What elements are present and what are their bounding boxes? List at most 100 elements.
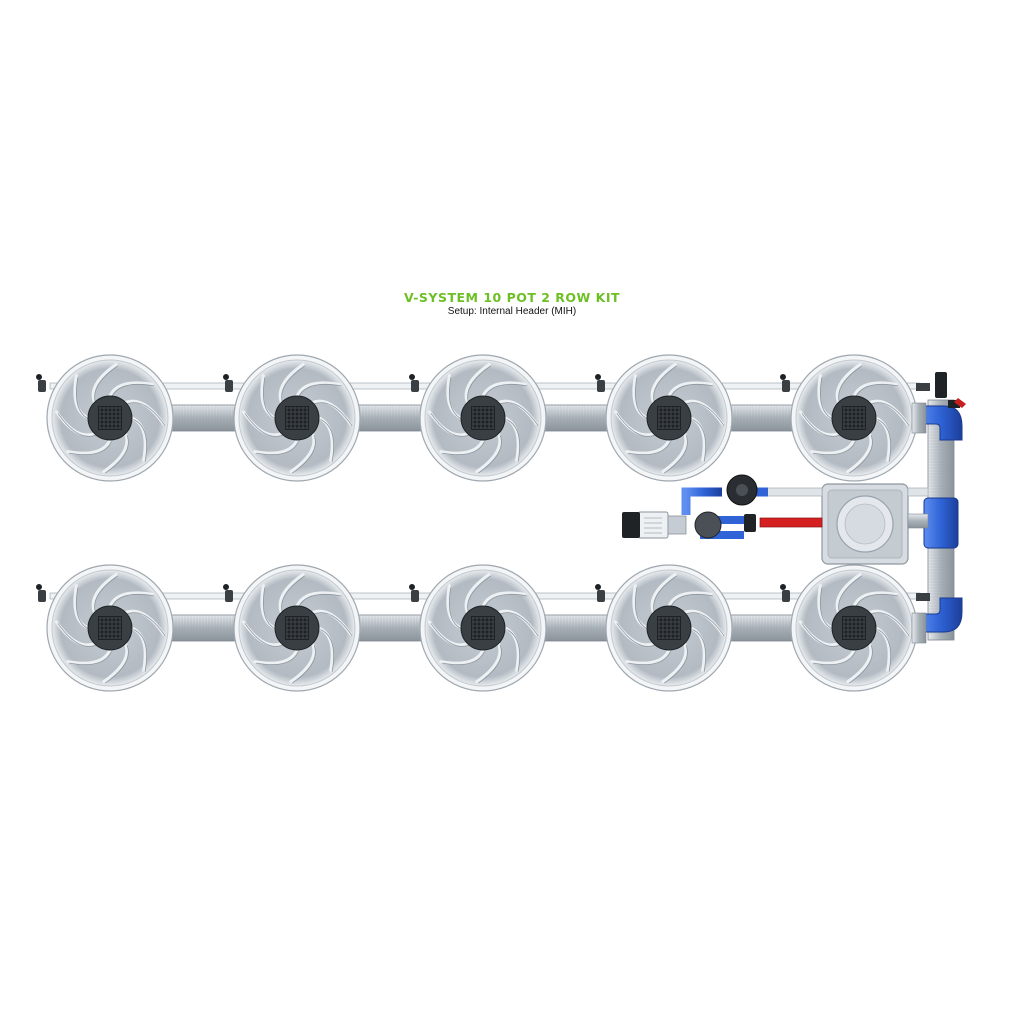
pot-rib-shadow	[506, 629, 521, 672]
pot-rib-shadow	[877, 419, 892, 462]
pot-rib	[278, 572, 305, 614]
header-assembly	[622, 372, 966, 644]
pot-rib-shadow	[448, 587, 463, 630]
pot-rib	[295, 591, 341, 608]
pot-rib	[689, 416, 706, 462]
pot-rib	[817, 584, 834, 630]
pot-rib-shadow	[685, 402, 725, 426]
pot-rib-shadow	[838, 575, 862, 615]
pot-rib-shadow	[870, 612, 910, 636]
pot-rib-shadow	[877, 629, 892, 672]
red-tap-icon	[954, 398, 966, 408]
pot-icon	[419, 564, 547, 692]
pot-rib-shadow	[692, 419, 707, 462]
pot-rib-shadow	[870, 402, 910, 426]
pot-rib-shadow	[819, 587, 834, 630]
pot-rib	[66, 648, 112, 665]
pot-icon	[233, 354, 361, 482]
pot-rib-shadow	[634, 587, 649, 630]
pot-rib-shadow	[628, 441, 671, 456]
pot-rib-shadow	[94, 575, 118, 615]
pot-rib-shadow	[855, 383, 898, 398]
pot-rib	[102, 642, 129, 684]
pot-rib-shadow	[484, 383, 527, 398]
pot-rib	[503, 626, 520, 672]
pot-rib	[667, 591, 713, 608]
pot-rib-shadow	[685, 612, 725, 636]
pot-rib-shadow	[313, 612, 353, 636]
title-block: V-SYSTEM 10 POT 2 ROW KIT Setup: Interna…	[0, 290, 1024, 317]
pot-rib	[73, 584, 90, 630]
pot-rib-shadow	[430, 413, 470, 437]
valve-knob	[409, 584, 415, 590]
pot-icon	[790, 354, 918, 482]
pot-drain	[471, 406, 495, 430]
pot-rib	[446, 584, 463, 630]
pot-rib	[260, 584, 277, 630]
pot-rib-shadow	[75, 377, 90, 420]
pot-rib-shadow	[69, 651, 112, 666]
valve-knob	[223, 374, 229, 380]
pot-rib-shadow	[478, 644, 502, 684]
pot-rib-shadow	[813, 441, 856, 456]
pot-rib-shadow	[244, 623, 284, 647]
valve-icon	[38, 590, 46, 602]
blue-tube	[681, 487, 722, 515]
valve-icon	[916, 593, 930, 601]
pot-rib	[661, 642, 688, 684]
pot-rib	[108, 591, 154, 608]
pot-drain	[842, 406, 866, 430]
tee-fitting	[923, 497, 959, 549]
pot-rib-shadow	[105, 434, 129, 474]
pot-drain	[657, 616, 681, 640]
pot-icon	[233, 564, 361, 692]
pot-rib-shadow	[478, 434, 502, 474]
pot-rib	[130, 416, 147, 462]
pot-rib	[625, 648, 671, 665]
pot-rib	[439, 438, 485, 455]
valve-knob	[780, 374, 786, 380]
pot-rib	[253, 648, 299, 665]
pot-rib	[464, 572, 491, 614]
valve-icon	[782, 590, 790, 602]
pot-rib	[475, 642, 502, 684]
pot-rib	[852, 381, 898, 398]
pot-rib-shadow	[292, 434, 316, 474]
pot-rib	[464, 362, 491, 404]
pot-rib	[108, 381, 154, 398]
pot-rib-shadow	[313, 402, 353, 426]
pump-icon	[694, 511, 722, 539]
valve-icon	[38, 380, 46, 392]
pot-rib	[650, 572, 677, 614]
red-hose	[759, 517, 823, 528]
pot-rib-shadow	[616, 413, 656, 437]
pot-rib	[475, 432, 502, 474]
pot-rib-shadow	[664, 644, 688, 684]
pot-rib-shadow	[819, 377, 834, 420]
valve-knob	[595, 374, 601, 380]
pot-rib	[874, 416, 891, 462]
pot-rib-shadow	[256, 651, 299, 666]
pot-rib	[667, 381, 713, 398]
pot-rib-shadow	[628, 651, 671, 666]
pot-rib	[260, 374, 277, 420]
pot-rib-shadow	[499, 612, 539, 636]
tank-connector	[907, 513, 929, 529]
pot-rib	[317, 416, 334, 462]
pot-rib-shadow	[653, 575, 677, 615]
pot-rib	[625, 438, 671, 455]
pot-rib-shadow	[849, 644, 873, 684]
pot-rib	[810, 648, 856, 665]
valve-knob	[223, 584, 229, 590]
pot-rib-shadow	[94, 365, 118, 405]
diagram-title: V-SYSTEM 10 POT 2 ROW KIT	[403, 290, 621, 305]
pot-rib-shadow	[467, 575, 491, 615]
pot-rib	[289, 642, 316, 684]
valve-icon	[225, 590, 233, 602]
pot-rib-shadow	[133, 419, 148, 462]
pot-rib-shadow	[281, 365, 305, 405]
pot-rib	[817, 374, 834, 420]
pot-rib-shadow	[75, 587, 90, 630]
pot-rib-shadow	[801, 413, 841, 437]
